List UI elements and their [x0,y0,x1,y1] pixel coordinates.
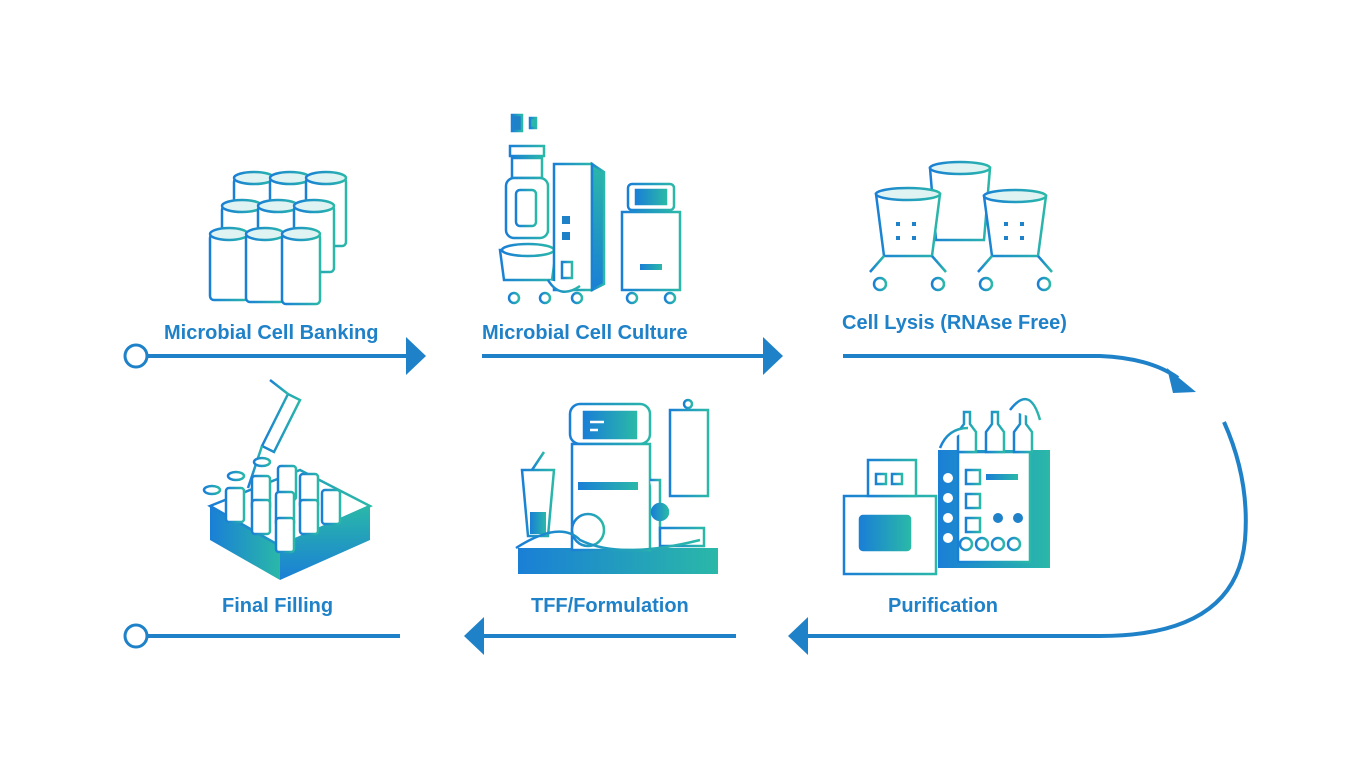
chromatography-system-icon [842,380,1050,576]
start-node [123,343,149,369]
flow-arrows [123,337,1248,655]
lysis-tanks-icon [868,160,1054,292]
step-label-tff-formulation: TFF/Formulation [531,595,689,617]
arrowhead-4 [788,617,808,655]
arrowhead-5 [464,617,484,655]
step-label-cell-lysis: Cell Lysis (RNAse Free) [842,312,1067,334]
step-label-cell-banking: Microbial Cell Banking [164,322,379,344]
step-label-cell-culture: Microbial Cell Culture [482,322,688,344]
arrowhead-1 [406,337,426,375]
arrow-lysis-curve [843,354,1180,380]
arrowhead-2 [763,337,783,375]
vial-filling-icon [202,379,373,580]
tff-system-icon [515,398,718,574]
arrowhead-3 [1167,368,1196,393]
arrow-loop-right [808,421,1248,638]
cell-bank-vials-icon [208,170,348,306]
bioreactor-icon [498,113,682,305]
step-label-final-filling: Final Filling [222,595,334,617]
step-label-purification: Purification [888,595,999,617]
end-node [123,623,149,649]
